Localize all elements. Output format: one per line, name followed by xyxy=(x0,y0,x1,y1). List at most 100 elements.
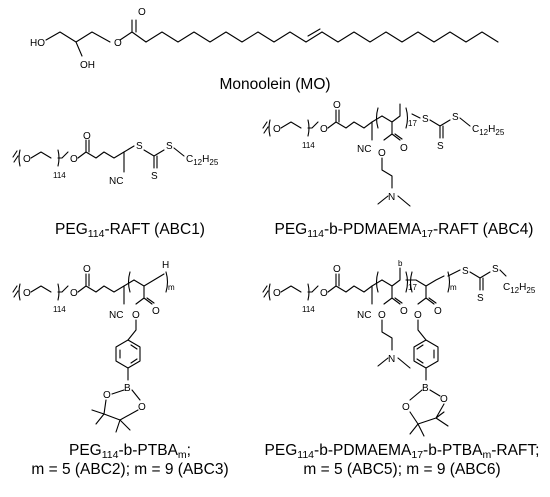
abc23-chain-end xyxy=(12,285,19,298)
abc56-aminoethyl-bonds xyxy=(381,319,393,351)
abc4-side-co-label: O xyxy=(400,143,408,154)
abc56-caption-line1: PEG114-b-PDMAEMA17-b-PTBAm-RAFT; xyxy=(264,442,540,461)
abc4-cn-label: NC xyxy=(357,144,371,155)
abc4-s-link xyxy=(411,113,421,119)
abc23-peg-link xyxy=(57,285,69,293)
abc56-side2-o-label: O xyxy=(414,310,422,321)
abc56-b-o-bonds xyxy=(409,389,441,401)
abc1-dodecyl-label: C12H25 xyxy=(186,154,219,167)
mo-ho-label: HO xyxy=(30,38,45,49)
abc4-s1-label: S xyxy=(422,114,429,125)
abc56-b-label: B xyxy=(422,383,429,394)
abc56-dmaema-bonds xyxy=(381,267,403,305)
abc23-structure: O 114 O O NC H m O O B O O xyxy=(12,260,175,433)
abc56-side2-co-label: O xyxy=(434,306,442,317)
abc23-benzene-double-bonds xyxy=(119,344,138,364)
abc23-h-label: H xyxy=(162,260,169,271)
abc56-peg-link xyxy=(307,285,319,293)
mo-ester-o-label: O xyxy=(114,38,122,49)
abc23-caption-line1: PEG114-b-PTBAm; xyxy=(69,442,191,461)
abc1-carbonyl-o-label: O xyxy=(83,131,91,142)
abc23-side-co-label: O xyxy=(152,306,160,317)
abc4-dmaema-bonds xyxy=(381,103,403,141)
abc23-ester-bonds xyxy=(77,273,125,293)
abc56-s2-label: S xyxy=(492,264,499,275)
abc4-trithio-bonds xyxy=(429,119,451,139)
abc1-peg-bonds xyxy=(30,151,52,159)
mo-caption: Monoolein (MO) xyxy=(219,76,331,93)
abc23-caption: PEG114-b-PTBAm; m = 5 (ABC2); m = 9 (ABC… xyxy=(10,441,250,479)
abc56-s1-label: S xyxy=(462,266,469,277)
abc56-caption: PEG114-b-PDMAEMA17-b-PTBAm-RAFT; m = 5 (… xyxy=(255,441,549,479)
abc56-pinacol-bonds xyxy=(409,403,449,437)
abc23-pinacol-bonds xyxy=(91,399,139,433)
abc4-rep-n-label: 17 xyxy=(408,119,417,128)
abc56-chain-end xyxy=(262,285,269,298)
abc56-ob2-label: O xyxy=(440,394,448,405)
abc23-ptba-bonds xyxy=(133,273,165,305)
mo-carbonyl-o-label: O xyxy=(138,7,146,18)
abc23-ob2-label: O xyxy=(138,402,146,413)
abc4-caption: PEG114-b-PDMAEMA17-RAFT (ABC4) xyxy=(274,221,534,240)
abc1-cn-label: NC xyxy=(109,176,123,187)
abc1-peg-o-label: O xyxy=(23,154,31,165)
abc23-caption-line2: m = 5 (ABC2); m = 9 (ABC3) xyxy=(31,461,229,478)
abc1-peg-link xyxy=(57,151,69,159)
mo-backbone-bonds xyxy=(45,19,499,57)
abc56-benzyl-bond xyxy=(417,319,427,341)
abc1-quat-bonds xyxy=(123,145,135,173)
abc4-side-o-label: O xyxy=(378,148,386,159)
abc1-s-chain-bond xyxy=(173,147,185,157)
abc56-m-rep-label: m xyxy=(450,283,457,292)
abc4-dodecyl-label: C12H25 xyxy=(472,124,505,137)
abc4-s2-label: S xyxy=(452,112,459,123)
abc4-structure: O 114 O O NC 17 O O N S S S C12H25 xyxy=(262,100,505,207)
monoolein-structure: HO OH O O xyxy=(30,7,499,71)
abc1-trithio-bonds xyxy=(143,149,165,169)
abc23-cn-label: NC xyxy=(109,310,123,321)
abc23-peg-n-label: 114 xyxy=(53,305,66,314)
abc56-ester-bonds xyxy=(327,273,373,293)
abc56-structure: O 114 O O NC 17 b O O N m O O B O O S xyxy=(262,259,536,437)
abc56-s-chain-bond xyxy=(499,269,507,277)
abc1-peg-n-label: 114 xyxy=(53,171,66,180)
abc23-ob1-label: O xyxy=(103,390,111,401)
abc56-cn-label: NC xyxy=(357,310,371,321)
abc56-ester-o-label: O xyxy=(320,288,328,299)
abc4-dimethyl-bonds xyxy=(377,195,411,207)
abc23-carbonyl-o-label: O xyxy=(83,264,91,275)
abc4-ester-bonds xyxy=(327,109,373,129)
abc4-peg-n-label: 114 xyxy=(302,141,315,150)
abc56-b-rep-label: b xyxy=(398,259,403,268)
abc56-peg-o-label: O xyxy=(273,288,281,299)
abc4-ester-o-label: O xyxy=(320,124,328,135)
abc56-n-label: N xyxy=(388,354,395,365)
abc4-s-chain-bond xyxy=(459,117,471,127)
abc4-chain-end xyxy=(262,121,269,134)
abc4-s3-label: S xyxy=(437,141,444,152)
abc4-peg-bonds xyxy=(280,121,302,129)
abc23-ptba-brackets xyxy=(127,271,169,293)
abc56-s-link xyxy=(447,269,461,277)
abc56-dimethyl-bonds xyxy=(377,357,411,369)
abc56-peg-n-label: 114 xyxy=(302,305,315,314)
abc4-peg-o-label: O xyxy=(273,124,281,135)
abc23-side-o-label: O xyxy=(132,310,140,321)
abc4-aminoethyl-bonds xyxy=(381,157,393,189)
abc56-ob1-label: O xyxy=(402,402,410,413)
abc4-n-label: N xyxy=(388,192,395,203)
abc1-caption: PEG114-RAFT (ABC1) xyxy=(55,221,205,240)
abc1-chain-end xyxy=(12,150,19,163)
abc56-side1-o-label: O xyxy=(378,310,386,321)
abc23-peg-o-label: O xyxy=(23,288,31,299)
abc56-side1-co-label: O xyxy=(400,306,408,317)
abc4-peg-link xyxy=(307,121,319,129)
mo-oh-label: OH xyxy=(80,60,95,71)
abc23-ester-o-label: O xyxy=(70,288,78,299)
abc56-dmaema-brackets xyxy=(375,271,409,293)
abc1-ester-o-label: O xyxy=(70,154,78,165)
abc56-ptba-bonds xyxy=(405,275,445,305)
abc56-s3-label: S xyxy=(477,293,484,304)
abc56-trithio-bonds xyxy=(469,271,491,291)
